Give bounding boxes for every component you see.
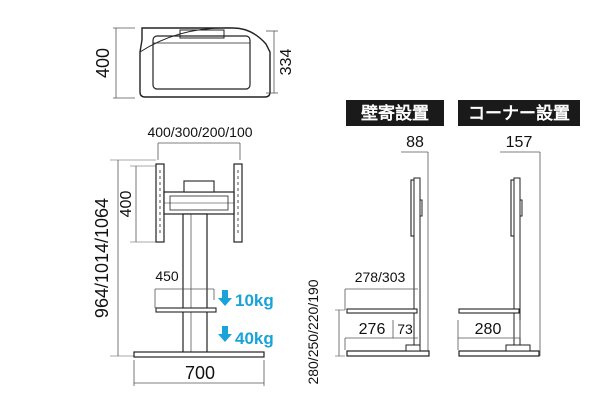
vesa-rail-right <box>233 163 243 243</box>
vesa-label: 400/300/200/100 <box>147 124 252 140</box>
front-view: 400/300/200/100 964/1014/1064 400 <box>92 124 274 386</box>
wall-pillar <box>413 177 421 355</box>
corner-shelf <box>458 308 520 314</box>
base-load: 40kg <box>218 326 274 348</box>
wall-base <box>346 350 430 357</box>
top-view: 400 334 <box>93 27 295 99</box>
front-base <box>133 351 265 358</box>
corner-base <box>458 350 540 357</box>
top-base-curve <box>139 27 235 53</box>
wall-base-depth-label: 276 <box>359 321 386 338</box>
top-inner-panel <box>152 35 251 90</box>
corner-badge <box>458 100 580 126</box>
svg-text:40kg: 40kg <box>235 329 274 348</box>
top-base-outline <box>139 27 271 98</box>
vesa-rail-left <box>155 163 165 243</box>
arrow-down-icon <box>218 326 232 342</box>
wall-shelf-heights-label: 280/250/220/190 <box>305 279 321 384</box>
wall-badge-label: 壁寄設置 <box>361 103 429 124</box>
front-shelf <box>155 307 217 313</box>
wall-badge <box>346 100 444 126</box>
corner-depth-label: 157 <box>506 134 533 151</box>
wall-shelf <box>346 308 418 314</box>
corner-base-depth-label: 280 <box>475 321 502 338</box>
overall-height-label: 964/1014/1064 <box>92 198 112 318</box>
shelf-load: 10kg <box>218 290 274 310</box>
bracket-height-label: 400 <box>118 191 135 218</box>
mount-bracket <box>163 180 235 215</box>
top-pillar <box>179 29 225 39</box>
wall-depth-label: 88 <box>406 134 424 151</box>
corner-badge-label: コーナー設置 <box>468 103 570 124</box>
wall-view: 壁寄設置 88 278/303 280/250/220/190 276 73 <box>305 100 444 385</box>
top-inner-depth-label: 334 <box>278 49 295 76</box>
top-depth-label: 400 <box>93 48 113 78</box>
arrow-down-icon <box>218 290 232 306</box>
wall-base-offset-label: 73 <box>397 321 413 337</box>
svg-text:10kg: 10kg <box>235 291 274 310</box>
corner-pillar <box>513 177 521 355</box>
front-pillar <box>182 213 208 354</box>
shelf-width-label: 450 <box>155 268 179 284</box>
corner-view: コーナー設置 157 280 <box>457 100 580 357</box>
base-width-label: 700 <box>185 363 215 383</box>
wall-shelf-depth-label: 278/303 <box>355 269 406 285</box>
